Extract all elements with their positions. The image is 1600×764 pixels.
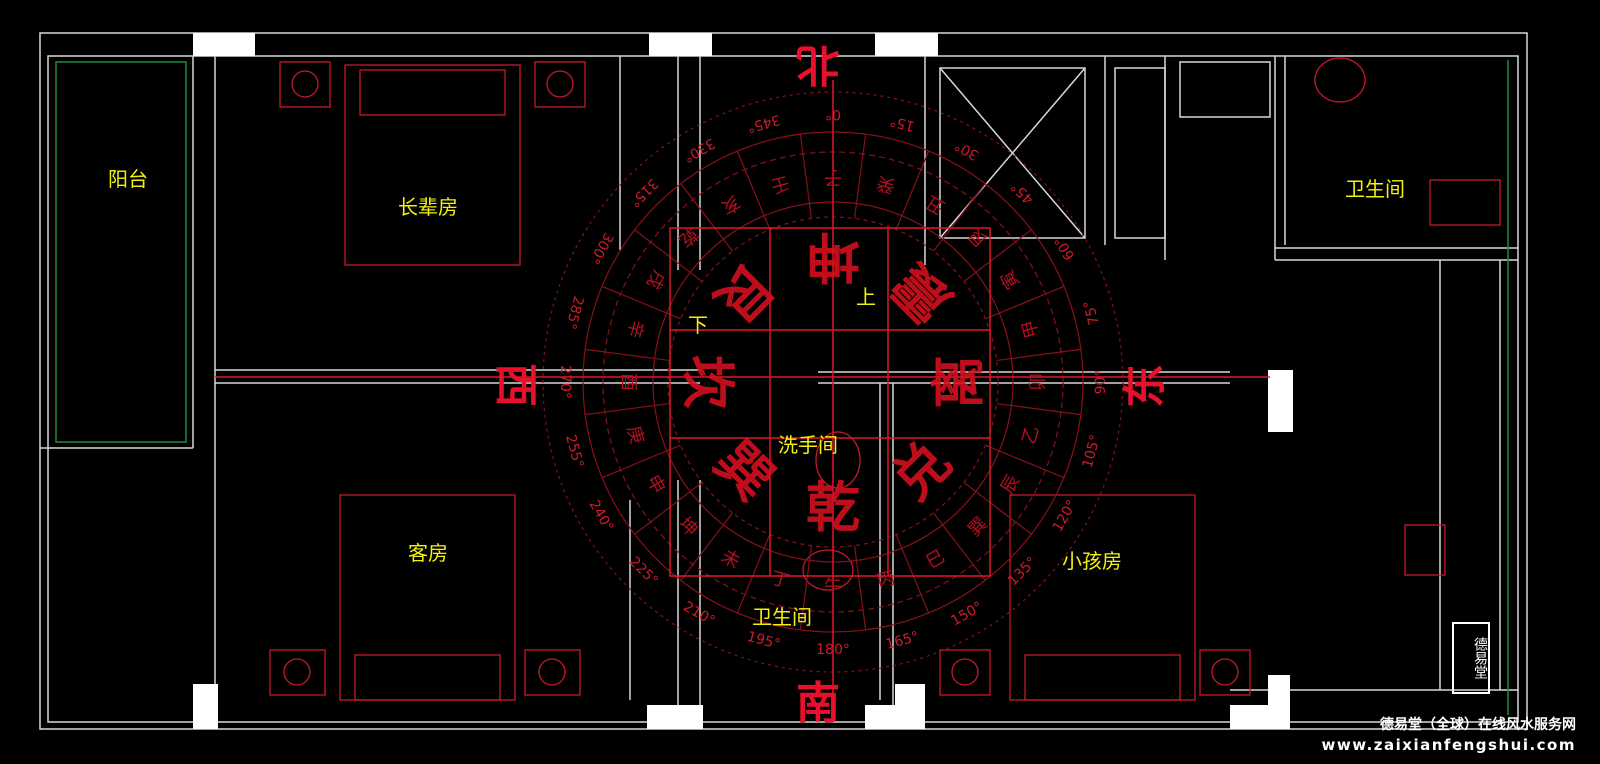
compass-spoke (932, 512, 986, 581)
compass-spoke (736, 150, 771, 230)
compass-mountain-label: 卯 (1028, 373, 1049, 391)
compass-spoke (853, 134, 867, 219)
compass-degree-label: 150° (948, 599, 985, 630)
compass-spoke (799, 545, 813, 630)
compass-spoke (996, 402, 1081, 416)
compass-spoke (895, 534, 930, 614)
compass-mountain-label: 亥 (717, 191, 743, 218)
compass-spoke (853, 545, 867, 630)
compass-spoke (985, 285, 1065, 320)
bed-elder (344, 64, 521, 266)
compass-degree-label: 345° (745, 111, 782, 135)
bed-guest (339, 494, 516, 701)
compass-trigram-label: 坤 (806, 225, 860, 289)
room-label-guest-room: 客房 (408, 541, 448, 565)
compass-mountain-label: 戌 (642, 266, 669, 292)
compass-mountain-label: 癸 (875, 172, 898, 197)
compass-mountain-label: 辰 (997, 471, 1024, 497)
compass-mountain-label: 午 (824, 577, 842, 598)
compass-spoke (601, 285, 681, 320)
compass-spoke (601, 444, 681, 479)
compass-mountain-label: 丁 (769, 568, 792, 593)
compass-degree-label: 120° (1050, 497, 1081, 534)
compass-degree-label: 0° (825, 106, 841, 122)
compass-mountain-label: 丙 (875, 568, 898, 593)
center-grid (215, 80, 1270, 700)
compass-spoke (932, 183, 986, 252)
compass-mountain-label: 丑 (922, 191, 948, 218)
compass-degree-label: 210° (680, 599, 717, 630)
compass-trigram-label: 坎 (676, 355, 740, 409)
compass-trigram-label: 巽 (703, 429, 786, 512)
furniture (269, 57, 1501, 701)
direction-west: 西 (490, 363, 541, 407)
room-label-bathroom-right: 卫生间 (1345, 177, 1405, 201)
compass-mountain-label: 庚 (623, 424, 648, 447)
compass-mountain-label: 乙 (1019, 424, 1044, 447)
direction-east: 东 (1120, 364, 1171, 408)
compass-spoke (895, 150, 930, 230)
compass-degree-label: 15° (888, 112, 916, 134)
compass-degree-label: 75° (1081, 299, 1103, 327)
watermark-url: www.zaixianfengshui.com (1321, 736, 1576, 754)
room-label-elder-room: 长辈房 (398, 195, 458, 219)
compass-spoke (996, 348, 1081, 362)
compass-degree-label: 195° (745, 629, 782, 653)
compass-degree-label: 285° (562, 294, 586, 331)
compass-degree-label: 180° (816, 642, 850, 658)
compass-spoke (585, 402, 670, 416)
direction-south: 南 (796, 678, 840, 729)
stairs-down-label: 下 (688, 313, 708, 337)
compass-spoke (799, 134, 813, 219)
compass-degree-label: 330° (680, 135, 717, 166)
compass-degree-label: 270° (557, 365, 573, 399)
compass-degree-label: 45° (1008, 178, 1037, 207)
nightstand (279, 61, 331, 108)
compass-degree-label: 240° (586, 497, 617, 534)
balcony-rail (55, 60, 1509, 715)
compass-degree-label: 105° (1080, 433, 1104, 470)
room-label-balcony: 阳台 (108, 167, 148, 191)
compass-trigram-label: 离 (926, 355, 990, 409)
compass-trigram-label: 艮 (702, 252, 786, 336)
stairs-up-label: 上 (856, 285, 876, 309)
sink (1314, 57, 1366, 103)
compass-mountain-label: 酉 (618, 373, 639, 391)
compass-spoke (985, 444, 1065, 479)
compass-mountain-label: 寅 (997, 266, 1024, 292)
compass-spoke (680, 183, 734, 252)
wall-blocks (193, 33, 1293, 729)
compass-spoke (736, 534, 771, 614)
compass-spoke (634, 229, 703, 283)
compass-mountain-label: 壬 (769, 172, 792, 197)
compass-degree-label: 165° (884, 629, 921, 653)
compass-spoke (963, 481, 1032, 535)
watermark-title: 德易堂（全球）在线风水服务网 (1380, 717, 1576, 733)
compass-spoke (680, 512, 734, 581)
compass-trigram-label: 乾 (806, 475, 860, 539)
room-label-bathroom-center: 卫生间 (752, 605, 812, 629)
compass-spoke (634, 481, 703, 535)
walls (39, 32, 1528, 730)
compass-mountain-label: 巽 (964, 513, 992, 541)
compass-trigram-label: 震 (879, 251, 963, 335)
compass-degree-label: 90° (1093, 370, 1109, 395)
compass-mountain-label: 巳 (922, 546, 948, 573)
room-label-child-room: 小孩房 (1062, 549, 1122, 573)
compass-degree-label: 300° (586, 229, 617, 266)
compass-mountain-label: 子 (824, 167, 842, 188)
compass-mountain-label: 申 (642, 471, 669, 497)
compass-spoke (963, 229, 1032, 283)
compass-degree-label: 255° (562, 433, 586, 470)
compass-mountain-label: 辛 (623, 318, 648, 341)
watermark-seal: 德易堂 (1452, 622, 1490, 694)
compass-mountain-label: 未 (717, 546, 743, 573)
toilet (1429, 179, 1501, 226)
compass-spoke (585, 348, 670, 362)
room-label-washroom: 洗手间 (778, 433, 838, 457)
direction-north: 北 (796, 39, 840, 90)
compass-trigram-label: 兑 (880, 429, 963, 512)
compass-degree-label: 30° (952, 137, 982, 163)
compass-mountain-label: 甲 (1019, 318, 1044, 341)
